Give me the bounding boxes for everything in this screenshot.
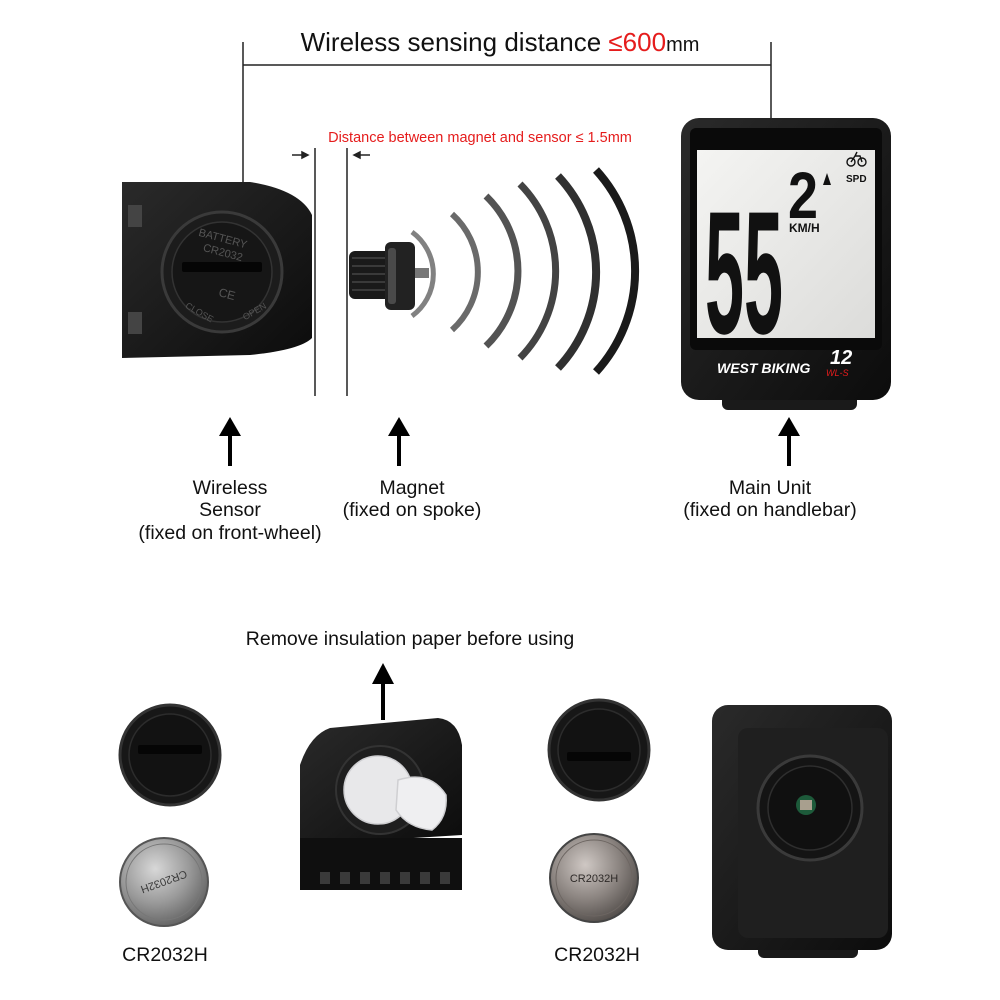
lcd-screen [697, 150, 875, 338]
battery-label-right: CR2032H [554, 944, 640, 966]
model-suffix: WL-S [826, 368, 849, 378]
coin-model-right: CR2032H [570, 873, 618, 885]
brand-logo: WEST BIKING [717, 360, 810, 376]
pointer-arrows [219, 417, 800, 720]
main-unit-label-line1: Main Unit [728, 477, 812, 499]
magnet-distance-note: Distance between magnet and sensor ≤ 1.5… [328, 130, 632, 146]
model-number: 12 [830, 347, 852, 369]
cover-text-ce: CE [217, 285, 237, 303]
wireless-sensor-label-line2: Sensor [199, 499, 261, 522]
title-prefix: Wireless sensing distance [300, 27, 609, 57]
magnet-label-line2: (fixed on spoke) [342, 499, 482, 522]
battery-cap-right [547, 698, 651, 802]
magnet-image [349, 242, 429, 310]
battery-label-left: CR2032H [122, 944, 208, 966]
title-unit: mm [666, 34, 700, 56]
speed-digits: 55 2 [705, 158, 818, 371]
coin-battery-left: CR2032H [119, 837, 209, 927]
unit-label: KM/H [789, 221, 820, 235]
wireless-sensor-image: BATTERY CR2032 CE CLOSE OPEN [122, 182, 312, 358]
wireless-distance-title: Wireless sensing distance ≤600mm [0, 27, 1000, 58]
remove-paper-instruction: Remove insulation paper before using [245, 628, 575, 650]
battery-cover: BATTERY CR2032 CE CLOSE OPEN [160, 210, 284, 334]
wireless-sensor-label-line1: Wireless [192, 477, 268, 499]
coin-battery-right: CR2032H [549, 833, 639, 923]
battery-cap-left [118, 703, 222, 807]
trend-arrow-icon [823, 173, 831, 185]
bicycle-icon [846, 151, 867, 167]
main-unit-label-line2: (fixed on handlebar) [683, 499, 857, 522]
main-unit-back [712, 705, 892, 958]
gap-markers [292, 148, 370, 396]
distance-bracket [242, 42, 772, 196]
wireless-sensor-label-line3: (fixed on front-wheel) [138, 521, 322, 544]
signal-waves [410, 167, 640, 375]
wireless-sensor-label: Wireless Sensor (fixed on front-wheel) [110, 477, 350, 544]
main-unit-label: Main Unit (fixed on handlebar) [650, 477, 890, 522]
speed-big-digits: 55 [705, 176, 783, 371]
magnet-label: Magnet (fixed on spoke) [312, 477, 512, 522]
title-value: ≤600 [608, 27, 667, 57]
magnet-label-line1: Magnet [379, 477, 445, 499]
speed-small-digit: 2 [788, 158, 818, 232]
sensor-with-paper [300, 718, 462, 890]
mode-label: SPD [846, 174, 867, 185]
main-unit-image: 55 2 SPD KM/H WEST BIKING 12 WL-S [681, 118, 891, 410]
